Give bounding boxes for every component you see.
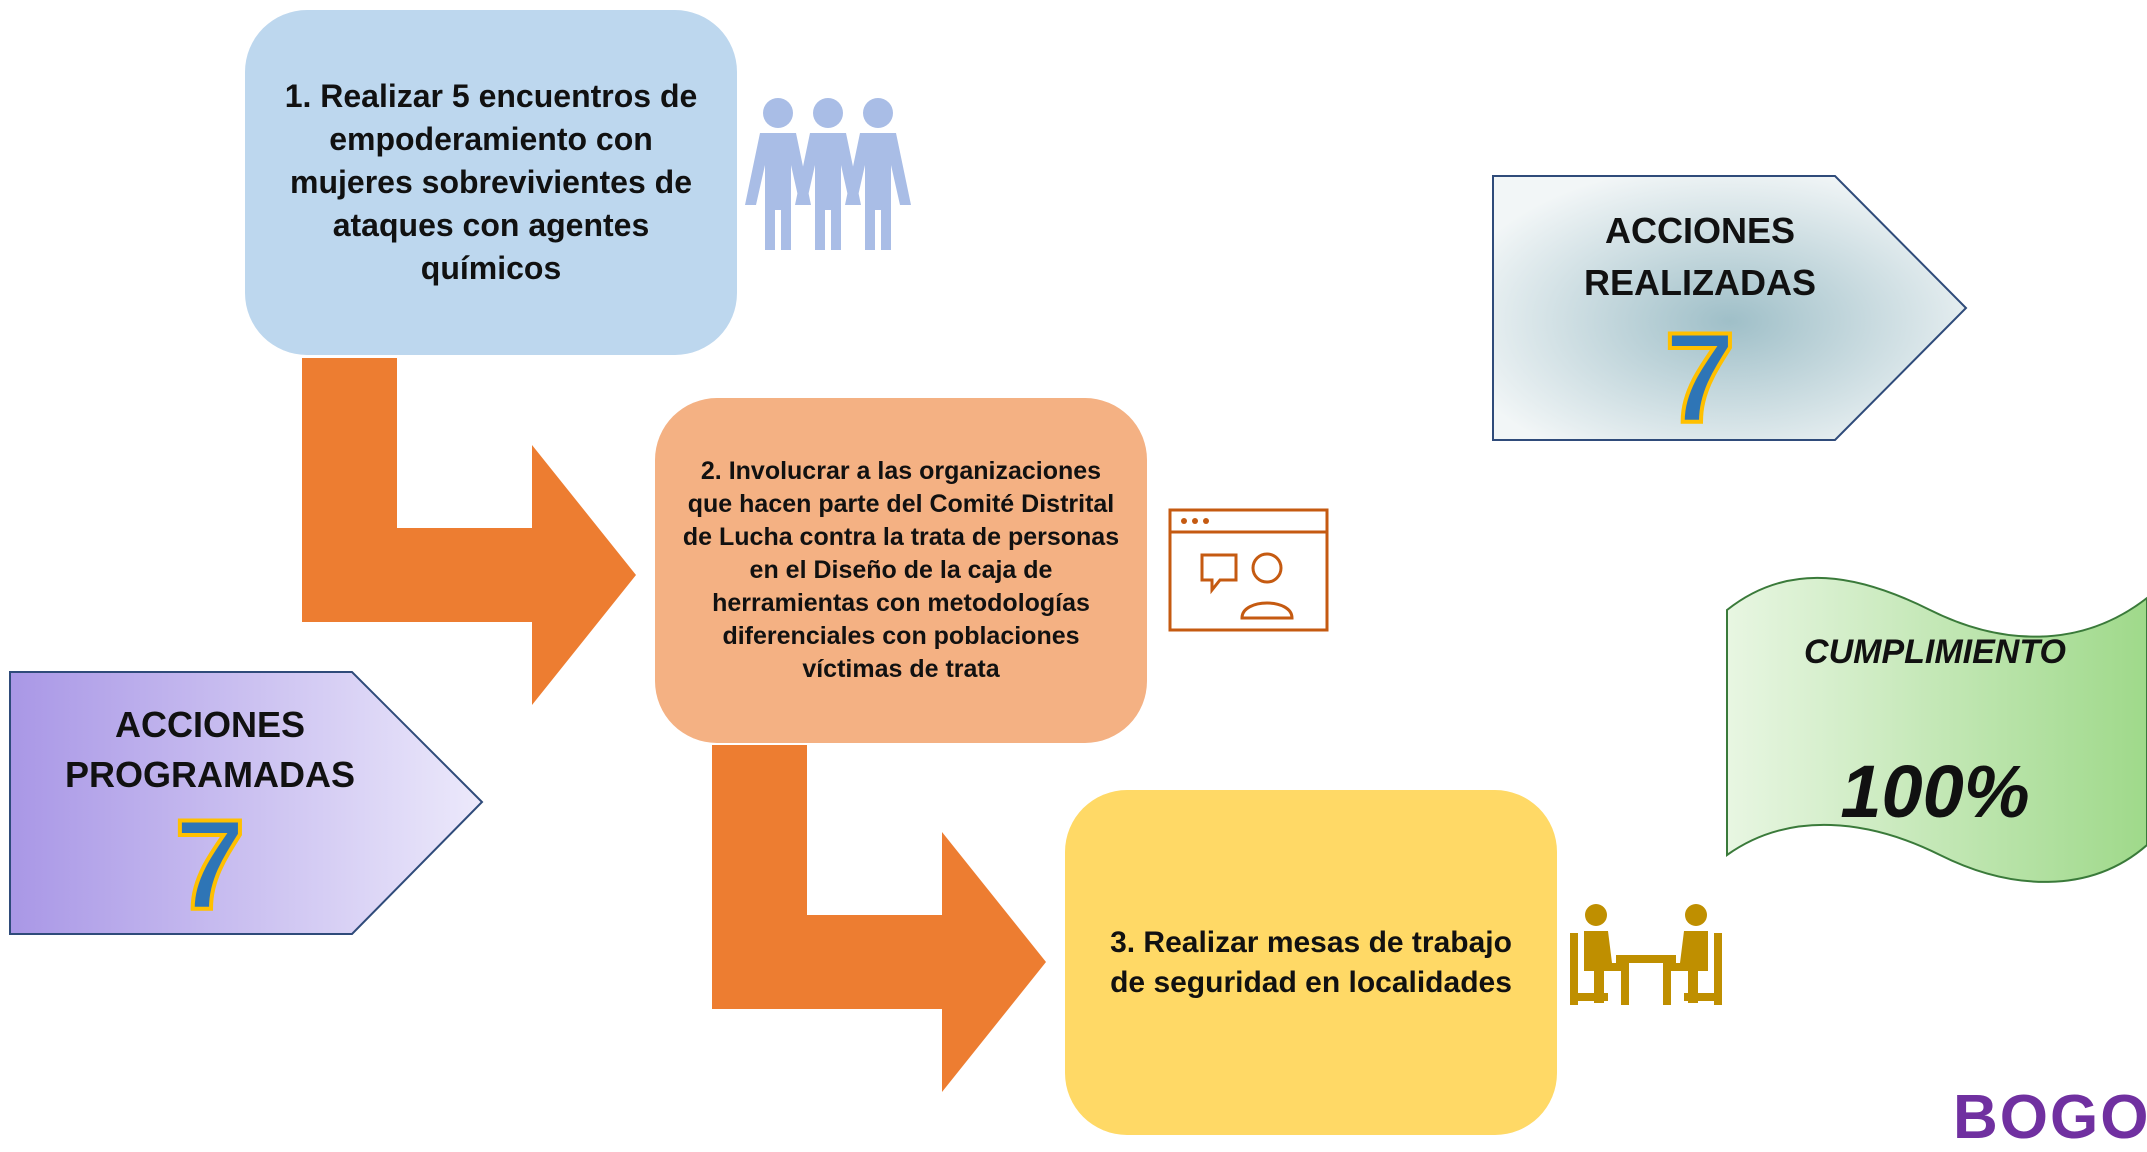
cumplimiento-title: CUMPLIMIENTO [1804, 633, 2066, 671]
realizadas-shape [1492, 175, 1968, 441]
meeting-table-icon [1570, 904, 1722, 1005]
programadas-shape [9, 671, 484, 935]
video-chat-icon [1168, 508, 1329, 632]
programadas-title: ACCIONES PROGRAMADAS [64, 704, 355, 795]
bent-arrow-1 [302, 358, 636, 705]
step-1-box: 1. Realizar 5 encuentros de empoderamien… [245, 10, 737, 355]
step-2-box: 2. Involucrar a las organizaciones que h… [655, 398, 1147, 743]
programadas-value: 7 [172, 794, 247, 937]
realizadas-title: ACCIONES REALIZADAS [1584, 210, 1816, 303]
realizadas-value: 7 [1662, 307, 1737, 450]
bogota-logo: BOGOT [1953, 1083, 2147, 1152]
bent-arrow-2 [712, 745, 1046, 1092]
cumplimiento-shape [1726, 576, 2147, 883]
step-2-text: 2. Involucrar a las organizaciones que h… [682, 457, 1120, 683]
step-3-box: 3. Realizar mesas de trabajo de segurida… [1065, 790, 1557, 1135]
diagram-canvas [9, 98, 2147, 1092]
step-1-text: 1. Realizar 5 encuentros de empoderamien… [284, 78, 698, 286]
step-3-text: 3. Realizar mesas de trabajo de segurida… [1110, 925, 1512, 999]
women-group-icon [745, 98, 911, 250]
cumplimiento-value: 100% [1840, 750, 2030, 833]
